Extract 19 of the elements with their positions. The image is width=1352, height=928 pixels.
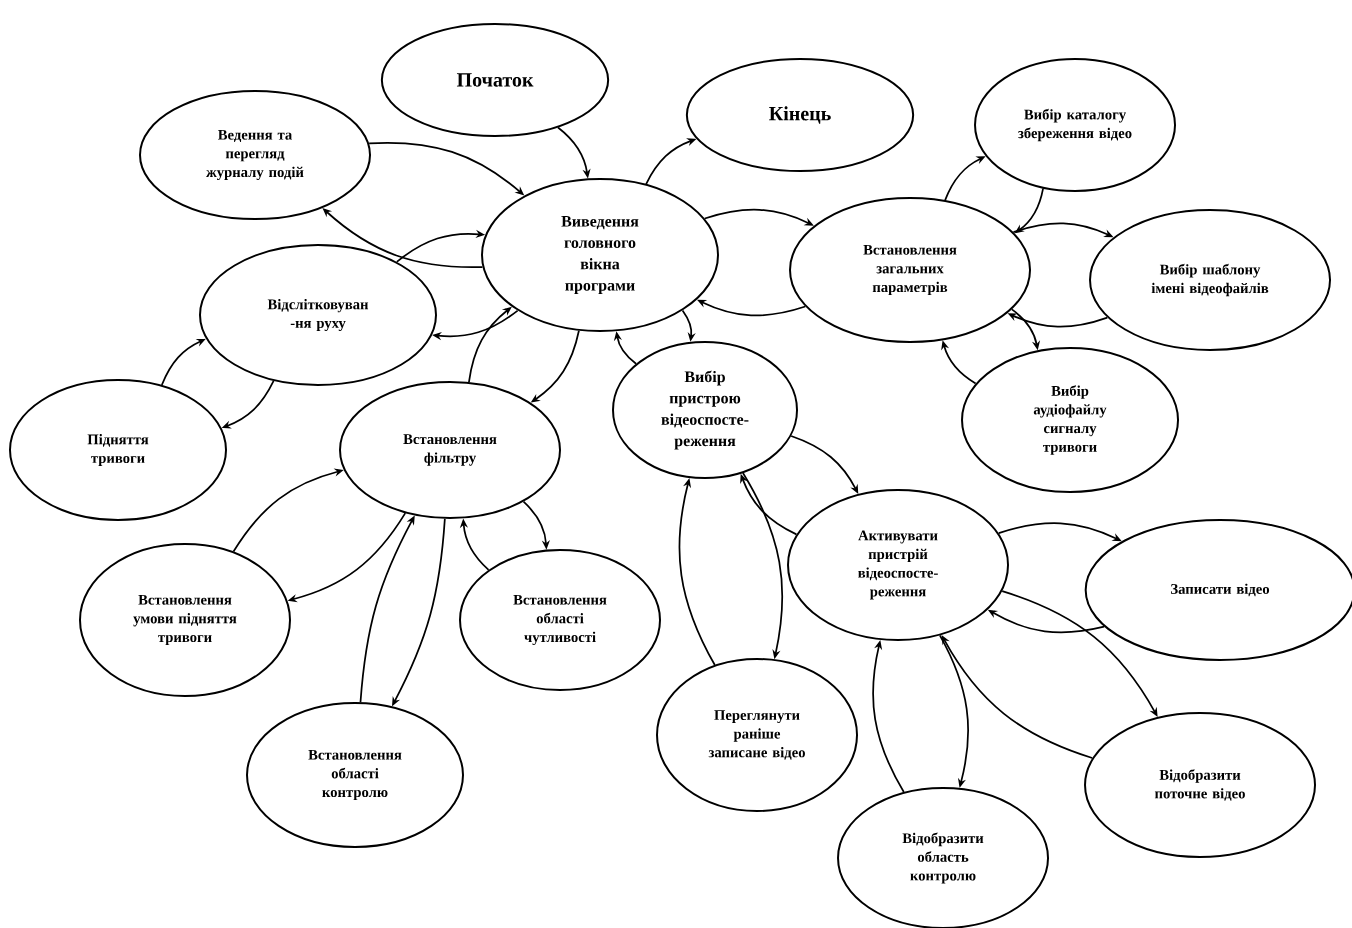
ellipse-node: Вибір аудіофайлу сигналу тривоги — [961, 347, 1179, 493]
ellipse-node: Вибір каталогу збереження відео — [974, 58, 1176, 192]
ellipse-node: Переглянути раніше записане відео — [656, 658, 858, 812]
ellipse-node: Встановлення області чутливості — [459, 549, 661, 691]
ellipse-node: Виведення головного вікна програми — [481, 178, 719, 332]
ellipse-node: Кінець — [685, 58, 915, 172]
ellipse-node: Відобразити поточне відео — [1084, 712, 1316, 858]
ellipse-node: Встановлення області контролю — [246, 702, 464, 848]
ellipse-node: Початок — [380, 23, 610, 137]
ellipse-node: Відслітковуван -ня руху — [199, 244, 437, 386]
ellipse-node: Вибір пристрою відеоспосте- реження — [612, 341, 798, 479]
ellipse-node: Вибір шаблону імені відеофайлів — [1089, 209, 1331, 351]
arrow — [790, 435, 859, 494]
ellipse-node: Активувати пристрій відеоспосте- реження — [787, 489, 1009, 641]
ellipse-node: Ведення та перегляд журналу подій — [139, 90, 371, 220]
ellipse-node: Встановлення умови підняття тривоги — [79, 543, 291, 697]
ellipse-node: Підняття тривоги — [9, 379, 227, 521]
ellipse-node: Встановлення загальних параметрів — [789, 197, 1031, 343]
ellipse-node: Встановлення фільтру — [339, 381, 561, 519]
